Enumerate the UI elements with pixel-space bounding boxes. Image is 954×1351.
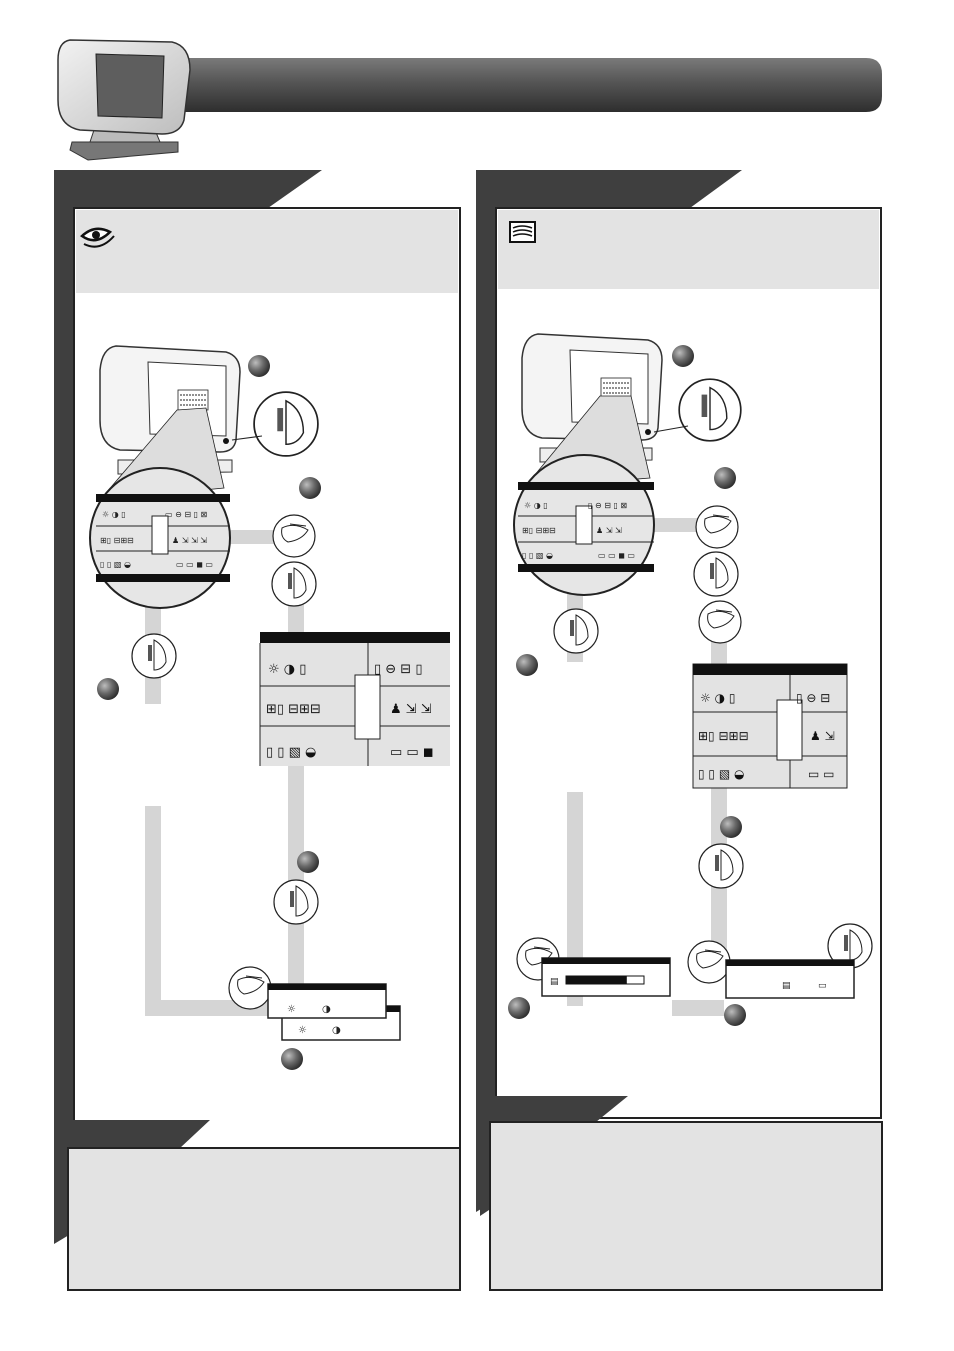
svg-text:▯ ▯ ▧ ◒: ▯ ▯ ▧ ◒ (100, 560, 131, 569)
moire-slider-fill (566, 976, 627, 984)
svg-text:▯ ⊖ ⊟ ▯ ⊠: ▯ ⊖ ⊟ ▯ ⊠ (588, 501, 627, 510)
svg-text:▭ ▭: ▭ ▭ (808, 767, 835, 781)
finger-press-icon (271, 561, 317, 607)
header-bar (150, 58, 882, 112)
svg-text:☼ ◑ ▯: ☼ ◑ ▯ (700, 691, 735, 705)
svg-text:♟ ⇲ ⇲: ♟ ⇲ ⇲ (390, 702, 432, 717)
svg-text:☼ ◑ ▯: ☼ ◑ ▯ (102, 510, 126, 519)
right-panel: ☼ ◑ ▯ ▯ ⊖ ⊟ ▯ ⊠ ⊞▯ ⊟⊞⊟ ♟ ⇲ ⇲ ▯ ▯ ▧ ◒ ▭ ▭… (476, 170, 883, 1291)
step-marker (672, 345, 694, 367)
finger-touch-icon (698, 600, 742, 644)
right-zoom-lens: ☼ ◑ ▯ ▯ ⊖ ⊟ ▯ ⊠ ⊞▯ ⊟⊞⊟ ♟ ⇲ ⇲ ▯ ▯ ▧ ◒ ▭ ▭… (513, 395, 655, 596)
finger-press-icon (131, 633, 177, 679)
svg-text:▯ ⊖ ⊟: ▯ ⊖ ⊟ (796, 691, 830, 705)
svg-text:⊞▯ ⊟⊞⊟: ⊞▯ ⊟⊞⊟ (522, 526, 556, 535)
finger-press-icon (553, 608, 599, 654)
step-marker (248, 355, 270, 377)
svg-text:▯ ▯ ▧ ◒: ▯ ▯ ▧ ◒ (522, 551, 553, 560)
svg-text:☼ ◑ ▯: ☼ ◑ ▯ (524, 501, 548, 510)
step-marker (516, 654, 538, 676)
left-osd-menu: ☼ ◑ ▯ ▯ ⊖ ⊟ ▯ ⊞▯ ⊟⊞⊟ ♟ ⇲ ⇲ ▯ ▯ ▧ ◒ ▭ ▭ ◼ (259, 632, 450, 766)
finger-touch-icon (695, 505, 739, 549)
finger-press-icon (698, 843, 744, 889)
svg-text:▭ ▭ ◼: ▭ ▭ ◼ (390, 745, 434, 760)
finger-press-icon (273, 879, 319, 925)
svg-text:⊞▯ ⊟⊞⊟: ⊞▯ ⊟⊞⊟ (698, 729, 749, 743)
svg-text:▭ ⊖ ⊟ ▯ ⊠: ▭ ⊖ ⊟ ▯ ⊠ (165, 510, 207, 519)
svg-text:♟ ⇲: ♟ ⇲ (810, 729, 835, 743)
left-panel: ☼ ◑ ▯ ▭ ⊖ ⊟ ▯ ⊠ ⊞▯ ⊟⊞⊟ ♟ ⇲ ⇲ ⇲ ▯ ▯ ▧ ◒ ▭… (54, 170, 461, 1291)
step-marker (281, 1048, 303, 1070)
svg-text:☼: ☼ (298, 1025, 307, 1036)
left-note-box (58, 1120, 461, 1291)
step-marker (97, 678, 119, 700)
svg-text:▤: ▤ (550, 977, 559, 987)
svg-text:☼ ◑ ▯: ☼ ◑ ▯ (268, 662, 306, 677)
svg-text:▯ ▯ ▧ ◒: ▯ ▯ ▧ ◒ (266, 745, 316, 760)
right-sub-menu: ▤▭ (725, 959, 855, 999)
step-marker (299, 477, 321, 499)
moire-slider-window: ▤ (541, 957, 671, 997)
svg-text:▭: ▭ (818, 981, 827, 991)
left-sub-menu: ☼ ◑ ☼ ◑ (267, 983, 401, 1041)
right-osd-menu: ☼ ◑ ▯ ▯ ⊖ ⊟ ⊞▯ ⊟⊞⊟ ♟ ⇲ ▯ ▯ ▧ ◒ ▭ ▭ (692, 663, 848, 789)
finger-touch-icon (272, 514, 316, 558)
svg-text:▤: ▤ (782, 981, 791, 991)
svg-text:⊞▯ ⊟⊞⊟: ⊞▯ ⊟⊞⊟ (266, 702, 321, 717)
finger-press-icon (693, 551, 739, 597)
step-marker (714, 467, 736, 489)
step-marker (720, 816, 742, 838)
eye-rotate-icon (80, 227, 115, 248)
finger-touch-icon (687, 940, 731, 984)
svg-text:⊞▯ ⊟⊞⊟: ⊞▯ ⊟⊞⊟ (100, 536, 134, 545)
left-zoom-lens: ☼ ◑ ▯ ▭ ⊖ ⊟ ▯ ⊠ ⊞▯ ⊟⊞⊟ ♟ ⇲ ⇲ ⇲ ▯ ▯ ▧ ◒ ▭… (89, 407, 231, 609)
step-marker (724, 1004, 746, 1026)
svg-text:▯ ▯ ▧ ◒: ▯ ▯ ▧ ◒ (698, 767, 744, 781)
svg-text:☼: ☼ (287, 1004, 296, 1015)
step-marker (297, 851, 319, 873)
svg-text:◑: ◑ (332, 1025, 341, 1036)
monitor-logo-icon (57, 39, 191, 161)
moire-icon (509, 221, 536, 243)
step-marker (508, 997, 530, 1019)
finger-touch-icon (228, 966, 272, 1010)
svg-text:▯ ⊖ ⊟ ▯: ▯ ⊖ ⊟ ▯ (374, 662, 423, 677)
svg-text:◑: ◑ (322, 1004, 331, 1015)
svg-text:▭ ▭ ◼ ▭: ▭ ▭ ◼ ▭ (598, 551, 635, 560)
right-note-box (480, 1096, 883, 1291)
svg-text:▭ ▭ ◼ ▭: ▭ ▭ ◼ ▭ (176, 560, 213, 569)
svg-text:♟ ⇲ ⇲: ♟ ⇲ ⇲ (596, 526, 622, 535)
svg-text:♟ ⇲ ⇲ ⇲: ♟ ⇲ ⇲ ⇲ (172, 536, 207, 545)
